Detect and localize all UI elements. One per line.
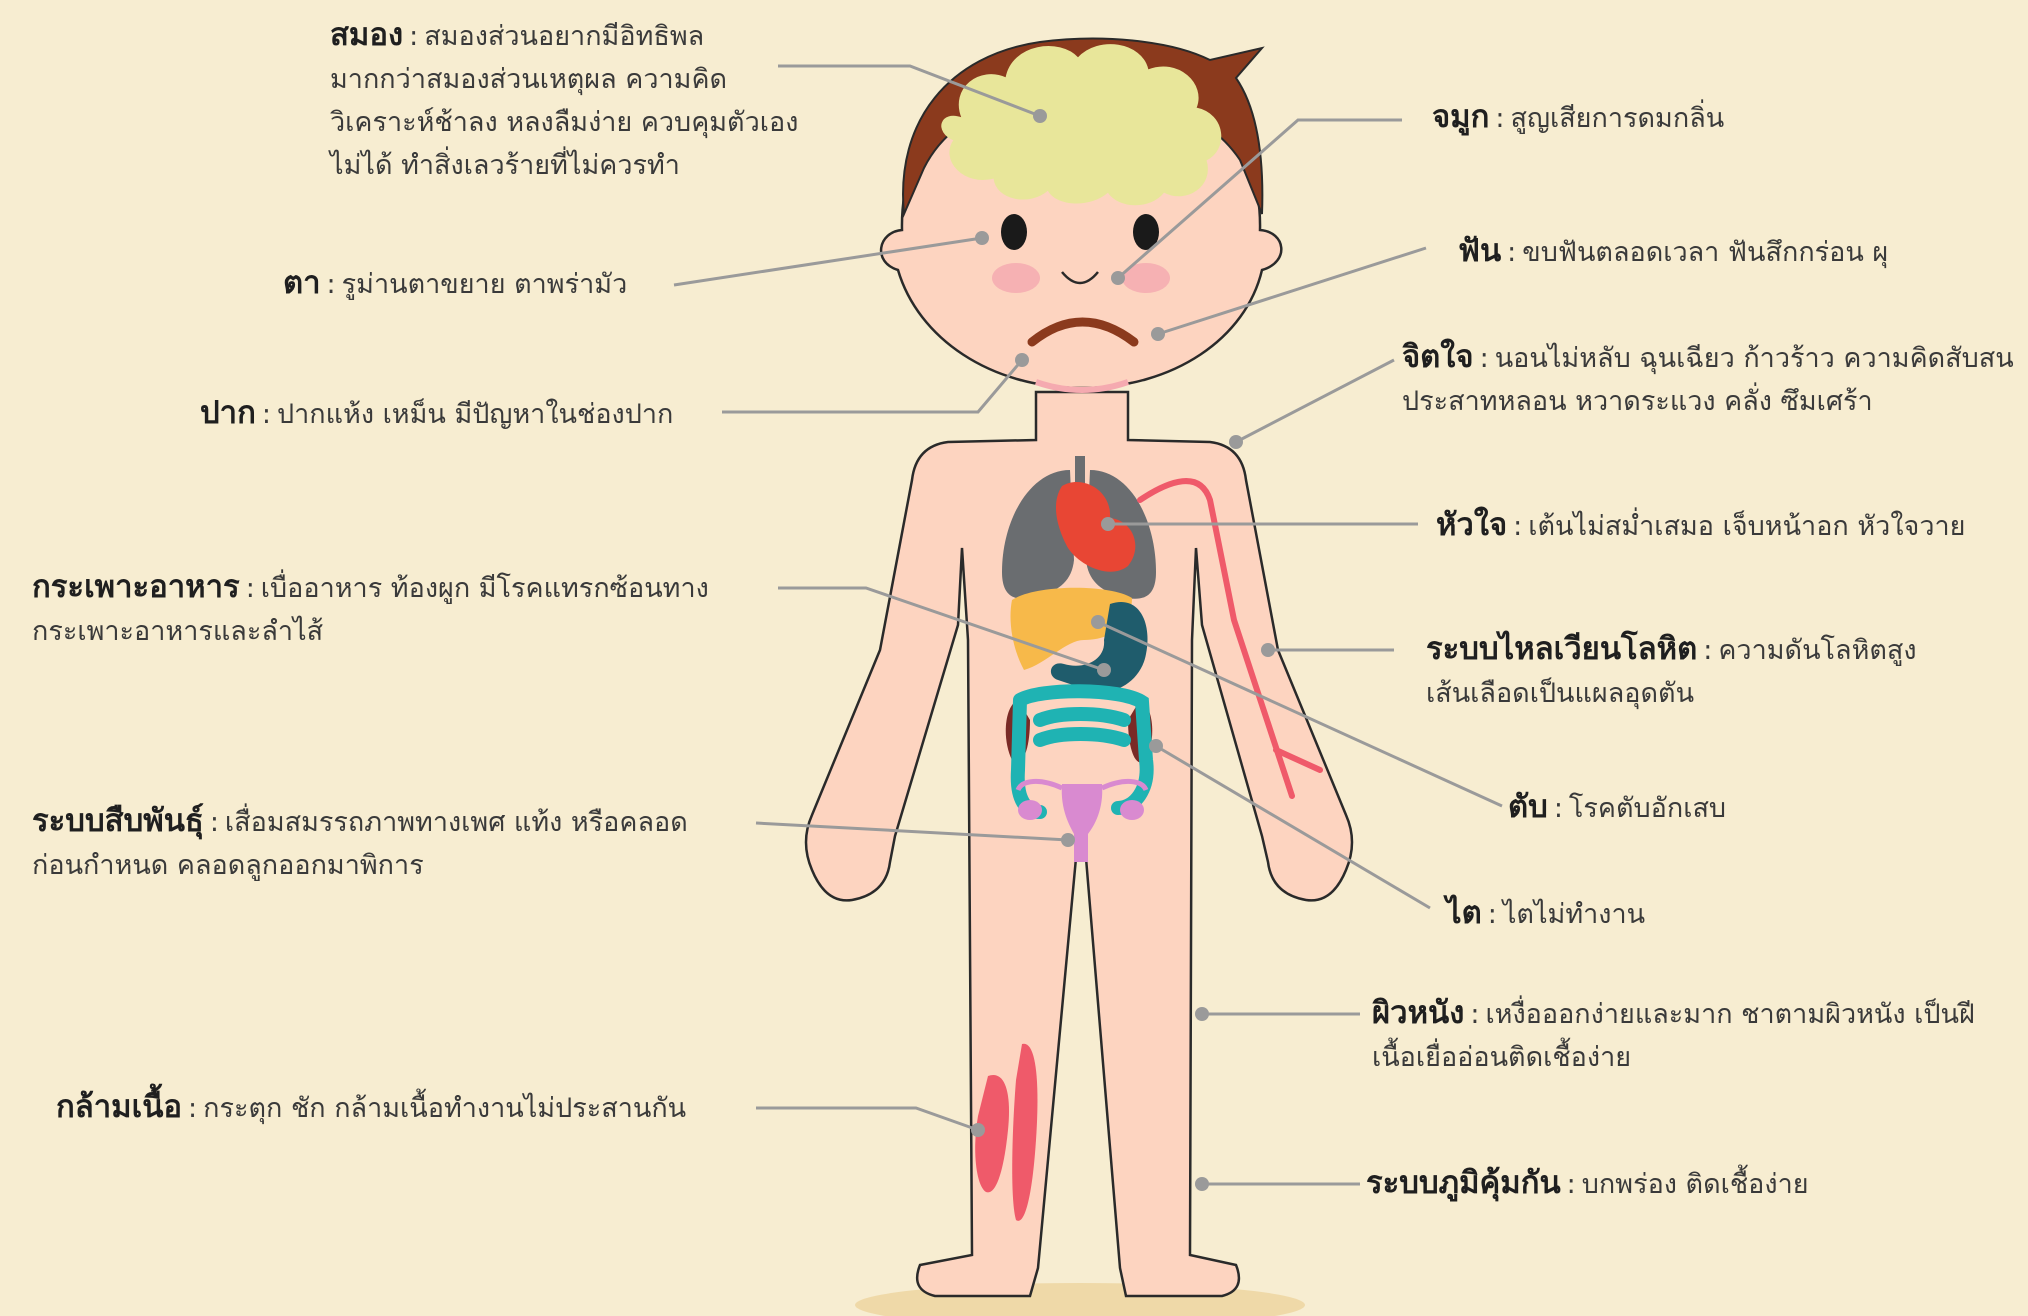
label-reproductive-line-2: ก่อนกำหนด คลอดลูกออกมาพิการ [32,850,424,881]
dot-heart [1101,517,1115,531]
dot-stomach [1097,663,1111,677]
leader-mind [1236,360,1394,442]
label-teeth: ฟัน:ขบฟันตลอดเวลา ฟันสึกกร่อน ผุ [1458,230,1888,274]
label-nose: จมูก:สูญเสียการดมกลิ่น [1432,96,1724,140]
label-eyes: ตา:รูม่านตาขยาย ตาพร่ามัว [283,262,627,306]
label-stomach-line-1: เบื่ออาหาร ท้องผูก มีโรคแทรกซ้อนทาง [261,573,709,604]
dot-muscle [971,1123,985,1137]
dot-mouth [1015,353,1029,367]
ovary-left [1018,800,1042,820]
dot-circulation [1261,643,1275,657]
label-immune-line-1: บกพร่อง ติดเชื้อง่าย [1582,1169,1809,1200]
left-cheek [992,263,1040,293]
label-muscle: กล้ามเนื้อ:กระตุก ชัก กล้ามเนื้อทำงานไม่… [56,1086,686,1130]
label-stomach-line-2: กระเพาะอาหารและลำไส้ [32,616,323,647]
label-liver-title: ตับ [1508,789,1548,825]
label-circulation-line-1: ความดันโลหิตสูง [1718,635,1916,666]
label-brain-title: สมอง [330,17,403,53]
label-mind-line-1: นอนไม่หลับ ฉุนเฉียว ก้าวร้าว ความคิดสับส… [1495,343,2014,374]
dot-eyes [975,231,989,245]
label-teeth-title: ฟัน [1458,233,1501,269]
ovary-right [1120,800,1144,820]
label-teeth-line-1: ขบฟันตลอดเวลา ฟันสึกกร่อน ผุ [1522,237,1888,268]
label-reproductive-title: ระบบสืบพันธุ์ [32,803,204,839]
label-nose-title: จมูก [1432,99,1489,135]
label-reproductive: ระบบสืบพันธุ์:เสื่อมสมรรถภาพทางเพศ แท้ง … [32,800,688,887]
label-mouth-line-1: ปากแห้ง เหม็น มีปัญหาในช่องปาก [277,399,673,430]
leader-muscle [756,1108,978,1130]
label-kidney-title: ไต [1446,895,1482,931]
label-brain-line-4: ไม่ได้ ทำสิ่งเลวร้ายที่ไม่ควรทำ [330,150,680,181]
label-reproductive-line-1: เสื่อมสมรรถภาพทางเพศ แท้ง หรือคลอด [225,807,688,838]
dot-liver [1091,615,1105,629]
dot-immune [1195,1177,1209,1191]
label-immune: ระบบภูมิคุ้มกัน:บกพร่อง ติดเชื้อง่าย [1366,1162,1809,1206]
leader-mouth [722,360,1022,412]
label-heart-line-1: เต้นไม่สม่ำเสมอ เจ็บหน้าอก หัวใจวาย [1528,511,1965,542]
label-kidney: ไต:ไตไม่ทำงาน [1446,892,1645,936]
label-heart: หัวใจ:เต้นไม่สม่ำเสมอ เจ็บหน้าอก หัวใจวา… [1436,504,1965,548]
dot-skin [1195,1007,1209,1021]
dot-nose [1111,271,1125,285]
label-immune-title: ระบบภูมิคุ้มกัน [1366,1165,1561,1201]
label-stomach-title: กระเพาะอาหาร [32,569,240,605]
label-liver-line-1: โรคตับอักเสบ [1569,793,1726,824]
label-muscle-line-1: กระตุก ชัก กล้ามเนื้อทำงานไม่ประสานกัน [203,1093,686,1124]
label-nose-line-1: สูญเสียการดมกลิ่น [1510,103,1724,134]
label-mouth-title: ปาก [200,395,256,431]
dot-teeth [1151,327,1165,341]
label-circulation: ระบบไหลเวียนโลหิต:ความดันโลหิตสูง เส้นเล… [1426,628,1917,715]
left-eye [1001,214,1027,250]
label-brain-line-1: สมองส่วนอยากมีอิทธิพล [424,21,704,52]
label-eyes-line-1: รูม่านตาขยาย ตาพร่ามัว [342,269,628,300]
dot-mind [1229,435,1243,449]
dot-brain [1033,109,1047,123]
label-brain: สมอง:สมองส่วนอยากมีอิทธิพล มากกว่าสมองส่… [330,14,798,187]
label-circulation-line-2: เส้นเลือดเป็นแผลอุดตัน [1426,678,1694,709]
label-mind-line-2: ประสาทหลอน หวาดระแวง คลั่ง ซึมเศร้า [1402,386,1873,417]
label-mind: จิตใจ:นอนไม่หลับ ฉุนเฉียว ก้าวร้าว ความค… [1402,336,2014,423]
dot-reproductive [1061,833,1075,847]
label-muscle-title: กล้ามเนื้อ [56,1089,182,1125]
label-skin-line-1: เหงื่อออกง่ายและมาก ชาตามผิวหนัง เป็นฝี [1485,999,1974,1030]
label-skin-title: ผิวหนัง [1372,995,1464,1031]
label-circulation-title: ระบบไหลเวียนโลหิต [1426,631,1697,667]
label-mouth: ปาก:ปากแห้ง เหม็น มีปัญหาในช่องปาก [200,392,673,436]
label-stomach: กระเพาะอาหาร:เบื่ออาหาร ท้องผูก มีโรคแทร… [32,566,709,653]
label-skin: ผิวหนัง:เหงื่อออกง่ายและมาก ชาตามผิวหนัง… [1372,992,1975,1079]
label-heart-title: หัวใจ [1436,507,1507,543]
label-kidney-line-1: ไตไม่ทำงาน [1503,899,1645,930]
label-brain-line-3: วิเคราะห์ช้าลง หลงลืมง่าย ควบคุมตัวเอง [330,107,798,138]
label-liver: ตับ:โรคตับอักเสบ [1508,786,1726,830]
label-eyes-title: ตา [283,265,321,301]
label-mind-title: จิตใจ [1402,339,1474,375]
dot-kidney [1149,739,1163,753]
label-skin-line-2: เนื้อเยื่ออ่อนติดเชื้อง่าย [1372,1042,1631,1073]
label-brain-line-2: มากกว่าสมองส่วนเหตุผล ความคิด [330,64,727,95]
